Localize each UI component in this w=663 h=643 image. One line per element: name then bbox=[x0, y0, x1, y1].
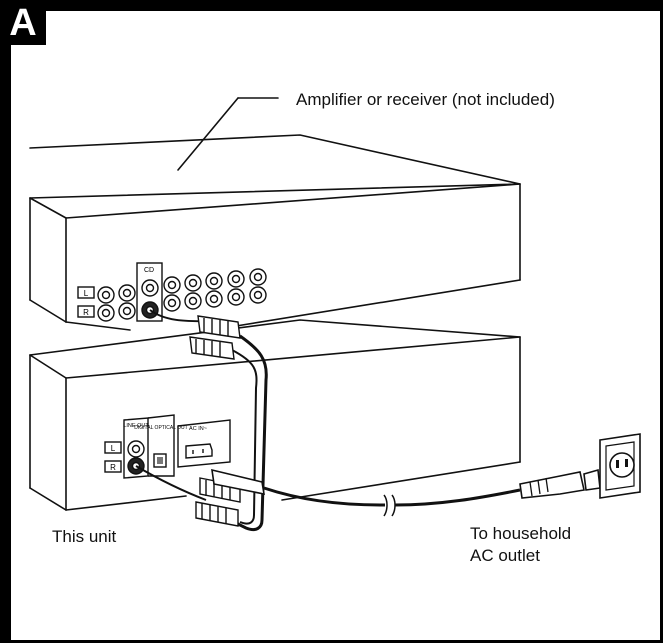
unit-rear-panel: L R LINE OUT DIGITAL OPTICAL OUT AC IN~ bbox=[104, 414, 231, 479]
ac-outlet-label-line1: To household bbox=[470, 524, 572, 543]
power-cord bbox=[211, 468, 601, 517]
unit-right-text: R bbox=[110, 463, 116, 472]
ac-in-label: AC IN~ bbox=[189, 426, 207, 432]
amp-left-text: L bbox=[84, 289, 89, 298]
power-plug bbox=[519, 471, 585, 499]
amplifier-unit bbox=[29, 97, 521, 331]
this-unit-label: This unit bbox=[52, 527, 117, 546]
amp-left-marker bbox=[77, 286, 95, 299]
amplifier-label: Amplifier or receiver (not included) bbox=[296, 90, 555, 109]
panel-letter-badge: A bbox=[0, 0, 46, 45]
amp-right-marker bbox=[77, 305, 95, 318]
unit-left-text: L bbox=[111, 444, 116, 453]
wall-outlet bbox=[599, 433, 641, 499]
cd-input-box bbox=[136, 262, 163, 322]
rca-plugs bbox=[189, 315, 241, 527]
this-unit bbox=[29, 319, 521, 511]
unit-left-marker bbox=[104, 441, 122, 454]
digital-out-label: DIGITAL OPTICAL OUT bbox=[134, 425, 187, 431]
cd-input-label: CD bbox=[144, 267, 154, 274]
line-out-label: LINE OUT bbox=[123, 423, 149, 429]
digital-out-box bbox=[147, 414, 175, 477]
ac-inlet-box bbox=[177, 419, 231, 468]
ac-outlet-label: To household AC outlet bbox=[470, 523, 571, 567]
unit-right-marker bbox=[104, 460, 122, 473]
audio-cable bbox=[135, 309, 268, 532]
amplifier-jack-panel: L R CD bbox=[77, 262, 267, 322]
ac-outlet-label-line2: AC outlet bbox=[470, 546, 540, 565]
amp-right-text: R bbox=[83, 308, 89, 317]
ac-socket bbox=[185, 443, 213, 459]
